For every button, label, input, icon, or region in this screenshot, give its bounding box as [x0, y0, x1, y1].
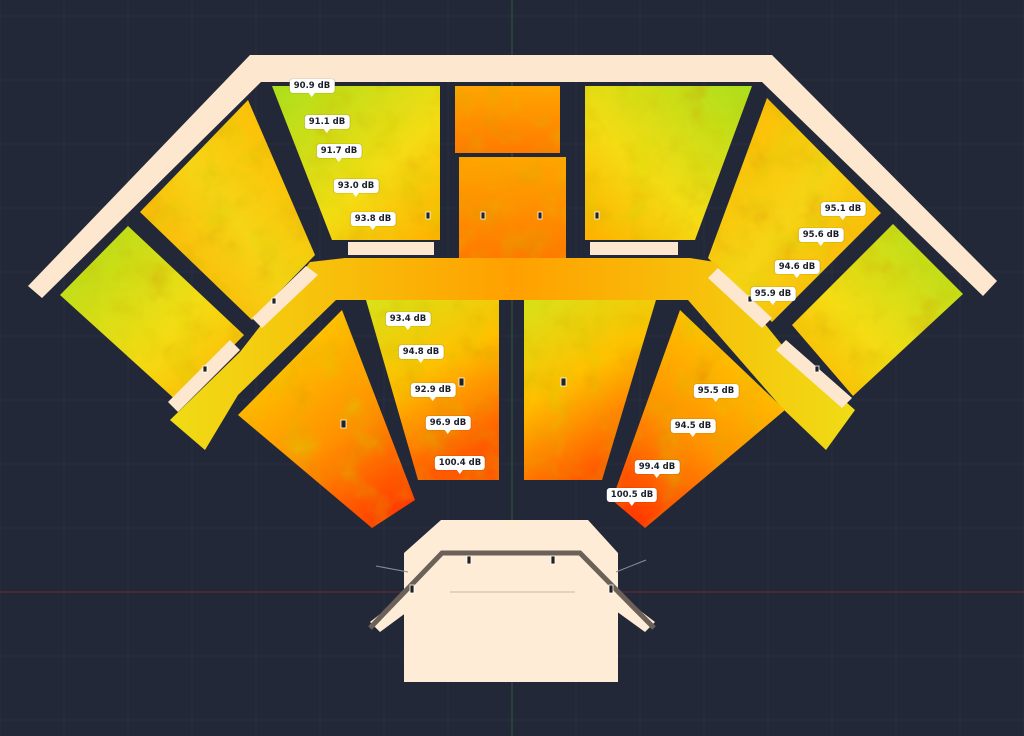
spl-label: 100.5 dB: [606, 488, 658, 506]
speaker-icon: [560, 377, 567, 387]
spl-label: 95.9 dB: [750, 287, 796, 305]
speaker-markers: [202, 211, 820, 594]
spl-label: 95.5 dB: [693, 384, 739, 402]
spl-label: 94.5 dB: [670, 419, 716, 437]
spl-label: 94.8 dB: [398, 345, 444, 363]
stage-lower-left: [370, 583, 430, 632]
speaker-icon: [409, 584, 415, 594]
stage-platform: [404, 520, 618, 682]
zone-cross-aisle: [170, 258, 855, 450]
stage: [368, 520, 656, 682]
spl-label: 96.9 dB: [425, 416, 471, 434]
speaker-icon: [425, 211, 431, 220]
spl-label: 100.4 dB: [434, 456, 486, 474]
spl-label: 90.9 dB: [289, 79, 335, 97]
stage-rail: [368, 550, 656, 630]
speaker-icon: [550, 555, 556, 565]
speaker-icon: [340, 419, 347, 429]
spl-label: 92.9 dB: [410, 383, 456, 401]
spl-label: 93.0 dB: [333, 179, 379, 197]
speaker-icon: [458, 377, 465, 387]
spl-label: 93.4 dB: [385, 312, 431, 330]
spl-label: 95.6 dB: [798, 228, 844, 246]
speaker-icon: [202, 365, 208, 373]
stage-lower-right: [594, 583, 655, 632]
speaker-icon: [537, 211, 543, 220]
speaker-icon: [466, 555, 472, 565]
spl-label: 91.1 dB: [304, 115, 350, 133]
speaker-icon: [271, 297, 277, 305]
speaker-icon: [608, 584, 614, 594]
spl-label: 94.6 dB: [774, 260, 820, 278]
spl-label: 91.7 dB: [316, 144, 362, 162]
speaker-icon: [480, 211, 486, 220]
spl-label: 93.8 dB: [350, 212, 396, 230]
speaker-icon: [594, 211, 600, 220]
spl-label: 99.4 dB: [634, 460, 680, 478]
spl-label: 95.1 dB: [820, 202, 866, 220]
interior-walls: [168, 242, 852, 412]
speaker-icon: [814, 365, 820, 373]
